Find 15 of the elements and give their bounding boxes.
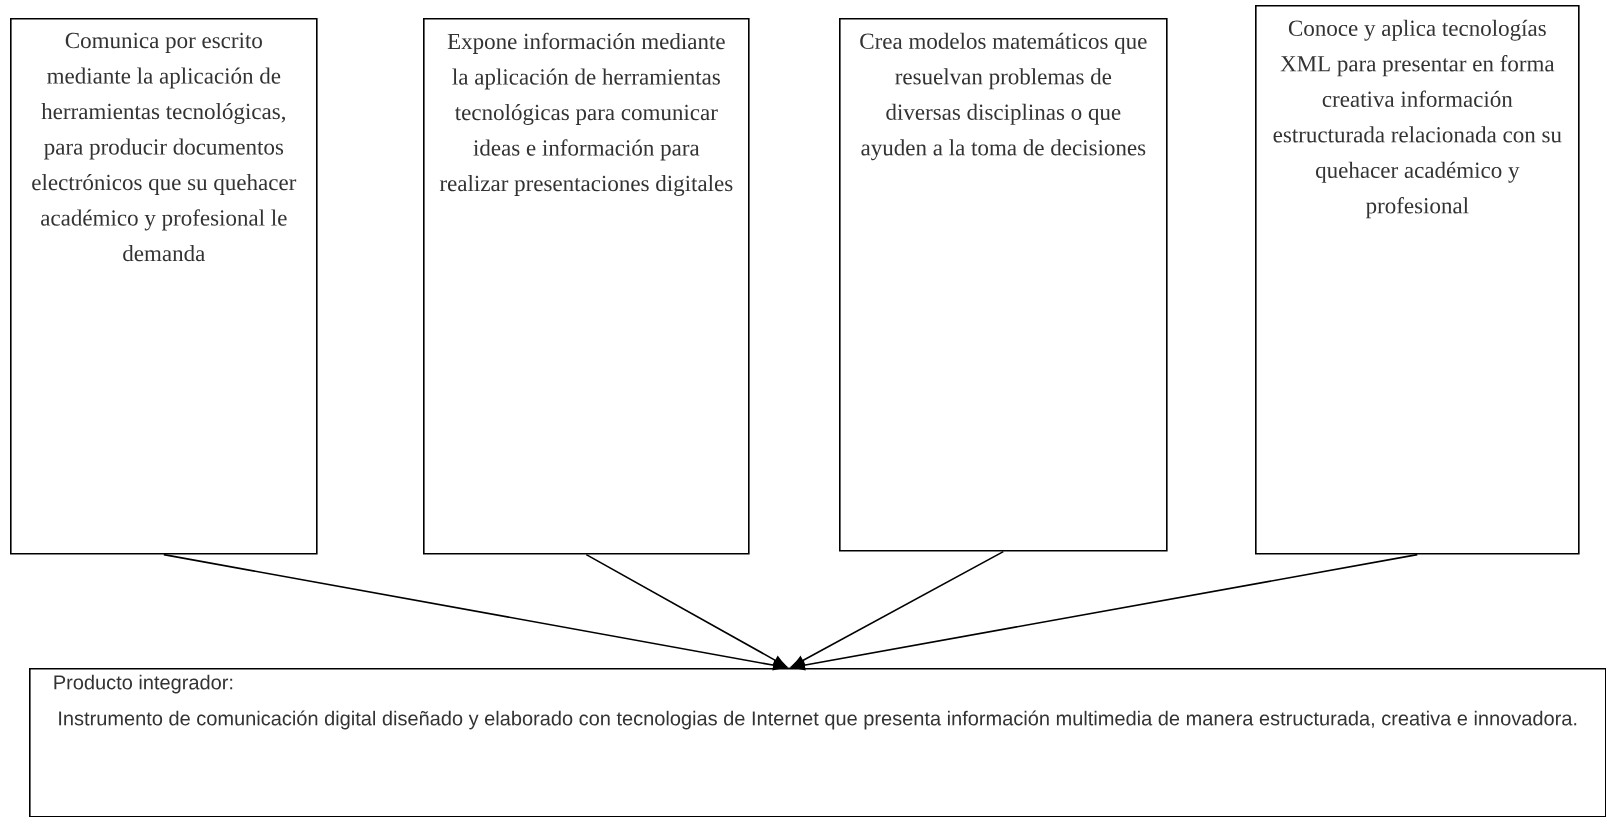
text-box [10,18,318,555]
box-text: Conoce y aplica tecnologías XML para presentar en forma creativa información estructurada relacionada con su quehacer académico y profesional [1273,19,1562,219]
heading: Producto integrador: [54,674,233,694]
text-box [1255,5,1580,555]
arrow [163,553,787,671]
arrow [585,553,787,668]
arrow [791,550,1005,668]
arrow [791,553,1419,671]
text-box [423,18,750,555]
description: Instrumento de comunicación digital diseñado y elaborado con tecnologias de Internet que presenta información multimedia de manera estructurada, creativa e innovadora. [59,710,1577,730]
box-text: Crea modelos matemáticos que resuelvan problemas de diversas disciplinas o que ayuden a la toma de decisiones [860,32,1147,161]
box-text: Comunica por escrito mediante la aplicación de herramientas tecnológicas, para producir documentos electrónicos que su quehacer académico y profesional le demanda [32,32,297,262]
text-box [839,18,1168,552]
product-box [29,668,1606,817]
box-text: Expone información mediante la aplicación de herramientas tecnológicas para comunicar ideas e información para realizar presentaciones digitales [439,32,733,196]
